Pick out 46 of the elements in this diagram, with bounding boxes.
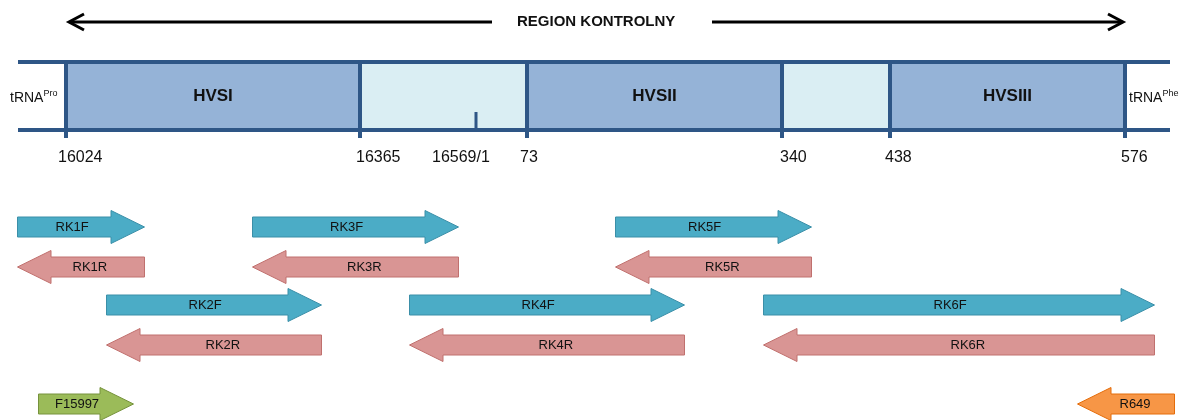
region-label: HVSI (193, 86, 233, 106)
gene-label: tRNA$^{Phe}$ (1129, 87, 1179, 105)
primer-label: RK3R (347, 259, 382, 274)
primer-segment (763, 288, 1155, 322)
position-number: 73 (520, 148, 538, 166)
primer-segment (106, 288, 322, 322)
primer-label: RK4R (538, 337, 574, 352)
primer-segment (17, 250, 145, 284)
primer-segment (615, 210, 812, 244)
primer-label: R649 (1119, 396, 1151, 411)
spacer-segment (782, 64, 890, 128)
spacer-segment (360, 64, 527, 128)
primer-segment (252, 210, 459, 244)
primer-label: F15997 (55, 396, 100, 411)
primer-label: RK3F (330, 219, 364, 234)
position-number: 16569/1 (432, 148, 490, 166)
primer-segment (615, 250, 812, 284)
primer-label: RK6F (933, 297, 967, 312)
region-segment (527, 64, 782, 128)
primer-segment (1077, 387, 1175, 420)
primer-segment (252, 250, 459, 284)
primer-label: RK4F (521, 297, 555, 312)
position-number: 340 (780, 148, 807, 166)
primer-label: RK6R (950, 337, 986, 352)
region-label: HVSII (632, 86, 677, 106)
primer-label: RK5R (705, 259, 740, 274)
primer-label: RK1R (72, 259, 108, 274)
region-label: HVSIII (982, 86, 1033, 106)
primer-label: RK2F (188, 297, 222, 312)
primer-label: RK2R (205, 337, 241, 352)
primer-segment (409, 288, 685, 322)
gene-label: tRNA$^{Pro}$ (10, 87, 58, 105)
region-segment (66, 64, 360, 128)
primer-segment (38, 387, 134, 420)
primer-label: RK1F (55, 219, 89, 234)
primer-label: RK5F (688, 219, 722, 234)
position-number: 16024 (58, 148, 103, 166)
region-title: REGION KONTROLNY (517, 12, 676, 29)
primer-segment (106, 328, 322, 362)
position-number: 16365 (356, 148, 401, 166)
position-number: 438 (885, 148, 912, 166)
primer-segment (763, 328, 1155, 362)
position-number: 576 (1121, 148, 1148, 166)
region-segment (890, 64, 1125, 128)
primer-segment (17, 210, 145, 244)
primer-segment (409, 328, 685, 362)
